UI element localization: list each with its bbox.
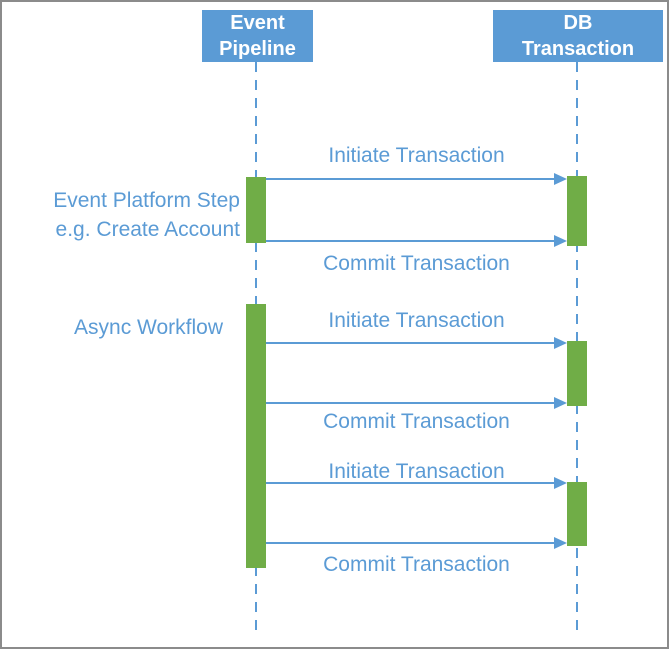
message-label-commit-2: Commit Transaction xyxy=(323,410,510,433)
message-arrow-initiate-3 xyxy=(266,477,567,489)
message-label-commit-1: Commit Transaction xyxy=(323,252,510,275)
annotation-line1: Event Platform Step xyxy=(53,189,240,212)
message-arrow-commit-1 xyxy=(266,235,567,247)
arrowhead-right-icon xyxy=(554,397,567,409)
arrowhead-right-icon xyxy=(554,173,567,185)
message-arrow-initiate-2 xyxy=(266,337,567,349)
activation-bar-db-3 xyxy=(567,482,587,546)
message-label-initiate-2: Initiate Transaction xyxy=(328,309,505,332)
annotation-async-workflow: Async Workflow xyxy=(74,313,223,342)
lifeline-header-label-line2: Transaction xyxy=(521,38,635,60)
arrow-shaft xyxy=(266,542,556,544)
message-label-initiate-1: Initiate Transaction xyxy=(328,144,505,167)
activation-bar-db-1 xyxy=(567,176,587,246)
lifeline-header-db-transaction: DB Transaction xyxy=(493,10,663,62)
arrowhead-right-icon xyxy=(554,337,567,349)
lifeline-header-label-line2: Pipeline xyxy=(219,38,296,60)
activation-bar-event-pipeline-async xyxy=(246,304,266,568)
arrowhead-right-icon xyxy=(554,235,567,247)
arrow-shaft xyxy=(266,402,556,404)
message-arrow-commit-2 xyxy=(266,397,567,409)
activation-bar-event-pipeline-1 xyxy=(246,177,266,243)
message-label-initiate-3: Initiate Transaction xyxy=(328,460,505,483)
lifeline-header-label-line1: DB xyxy=(563,12,593,34)
annotation-line2: e.g. Create Account xyxy=(55,218,240,241)
lifeline-header-label-line1: Event xyxy=(230,12,285,34)
activation-bar-db-2 xyxy=(567,341,587,406)
message-arrow-initiate-1 xyxy=(266,173,567,185)
arrow-shaft xyxy=(266,482,556,484)
message-arrow-commit-3 xyxy=(266,537,567,549)
arrow-shaft xyxy=(266,342,556,344)
arrowhead-right-icon xyxy=(554,477,567,489)
annotation-line1: Async Workflow xyxy=(74,316,223,339)
annotation-event-platform-step: Event Platform Step e.g. Create Account xyxy=(53,186,240,244)
message-label-commit-3: Commit Transaction xyxy=(323,553,510,576)
arrow-shaft xyxy=(266,178,556,180)
lifeline-header-event-pipeline: Event Pipeline xyxy=(202,10,313,62)
arrowhead-right-icon xyxy=(554,537,567,549)
arrow-shaft xyxy=(266,240,556,242)
